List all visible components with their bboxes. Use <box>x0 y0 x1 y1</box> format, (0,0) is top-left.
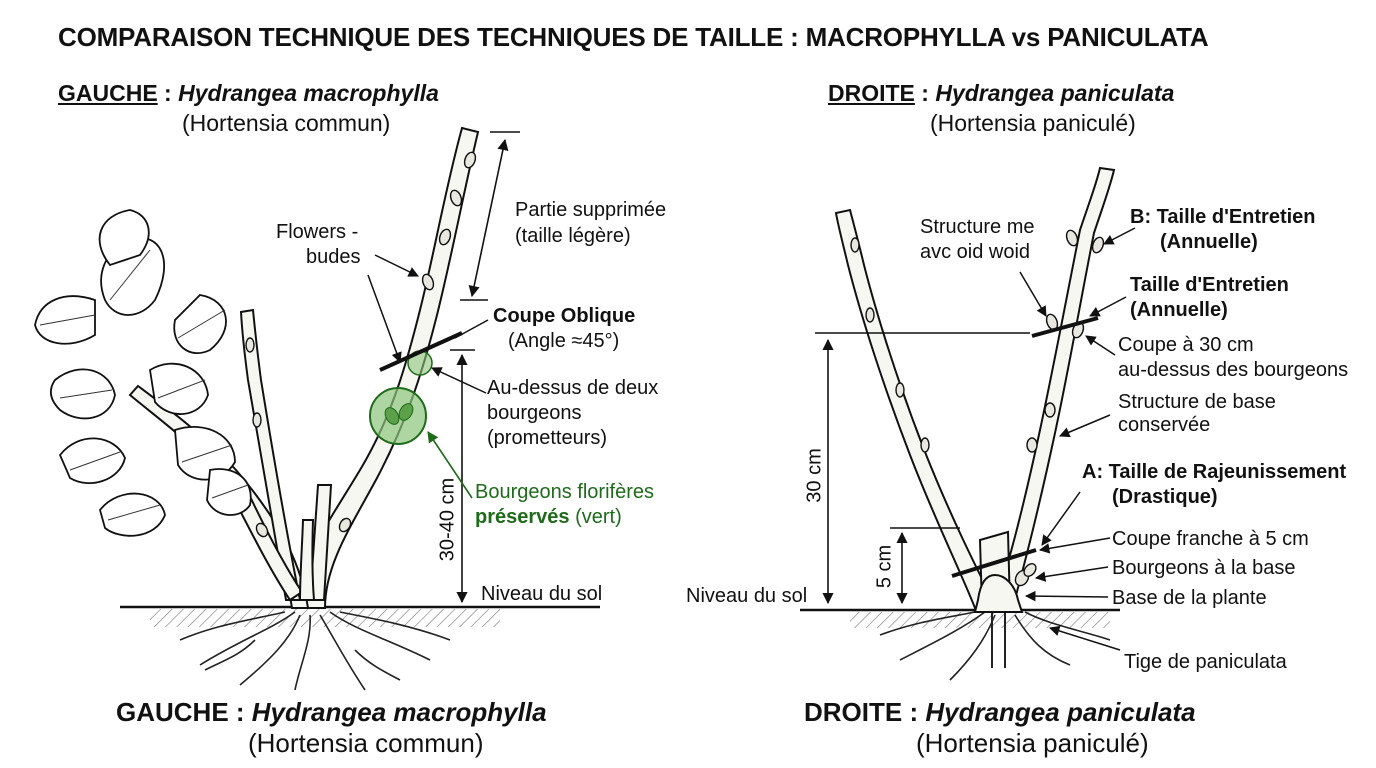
label-conserved: conservée <box>1118 413 1210 437</box>
right-side-label: DROITE <box>828 80 915 106</box>
label-preserved-rest: (vert) <box>570 506 622 528</box>
label-maintenance: Taille d'Entretien <box>1130 273 1289 297</box>
label-plant-base: Base de la plante <box>1112 586 1267 610</box>
bottom-right-common: (Hortensia paniculé) <box>916 728 1149 759</box>
bottom-right-sep: : <box>902 697 925 727</box>
label-height-5: 5 cm <box>874 527 897 607</box>
label-height-30-40: 30-40 cm <box>437 470 460 570</box>
label-cut-angle: (Angle ≈45°) <box>508 329 619 353</box>
bottom-left-species: Hydrangea macrophylla <box>252 697 547 727</box>
label-above-two: Au-dessus de deux <box>487 376 658 400</box>
page-title: COMPARAISON TECHNIQUE DES TECHNIQUES DE … <box>58 22 1208 53</box>
left-common-name: (Hortensia commun) <box>182 110 390 137</box>
label-flower-buds: Bourgeons florifères <box>475 480 654 504</box>
label-budes: budes <box>306 245 361 269</box>
label-drastic: (Drastique) <box>1112 485 1218 509</box>
label-annual: (Annuelle) <box>1130 298 1228 322</box>
label-flowers: Flowers - <box>276 220 358 244</box>
label-oblique-cut: Coupe Oblique <box>493 304 635 328</box>
right-common-name: (Hortensia paniculé) <box>930 110 1136 137</box>
label-avc-oid-woid: avc oid woid <box>920 240 1030 264</box>
label-cut-5: Coupe franche à 5 cm <box>1112 527 1309 551</box>
label-above-buds-right: au-dessus des bourgeons <box>1118 358 1348 382</box>
bottom-left-common: (Hortensia commun) <box>248 728 484 759</box>
bottom-left-caption: GAUCHE : Hydrangea macrophylla <box>116 697 547 728</box>
bottom-right-label: DROITE <box>804 697 902 727</box>
left-side-label: GAUCHE <box>58 80 158 106</box>
bottom-left-sep: : <box>229 697 252 727</box>
label-preserved-bold: préservés <box>475 506 570 528</box>
label-ground-left: Niveau du sol <box>481 582 602 606</box>
bottom-left-label: GAUCHE <box>116 697 229 727</box>
label-removed-part: Partie supprimée <box>515 198 666 222</box>
label-preserved: préservés (vert) <box>475 505 622 529</box>
label-a-rejuvenation: A: Taille de Rajeunissement <box>1082 460 1346 484</box>
left-green-buds <box>370 351 432 444</box>
right-species: Hydrangea paniculata <box>935 80 1174 106</box>
label-paniculata-stem: Tige de paniculata <box>1124 650 1287 674</box>
label-b-maintenance: B: Taille d'Entretien <box>1130 205 1316 229</box>
label-light-pruning: (taille légère) <box>515 224 631 248</box>
label-ground-right: Niveau du sol <box>686 584 807 608</box>
left-ground <box>120 607 600 627</box>
bottom-right-caption: DROITE : Hydrangea paniculata <box>804 697 1196 728</box>
label-cut-30: Coupe à 30 cm <box>1118 333 1254 357</box>
label-structure-me: Structure me <box>920 215 1034 239</box>
left-header: GAUCHE : Hydrangea macrophylla <box>58 80 439 107</box>
label-above-buds: bourgeons <box>487 401 582 425</box>
label-b-annual: (Annuelle) <box>1160 230 1258 254</box>
right-header: DROITE : Hydrangea paniculata <box>828 80 1174 107</box>
label-base-buds: Bourgeons à la base <box>1112 556 1295 580</box>
bottom-right-species: Hydrangea paniculata <box>925 697 1195 727</box>
label-height-30: 30 cm <box>804 431 827 521</box>
left-species: Hydrangea macrophylla <box>178 80 439 106</box>
right-sep: : <box>915 80 935 106</box>
label-base-structure: Structure de base <box>1118 390 1276 414</box>
right-ground <box>800 610 1120 628</box>
left-sep: : <box>158 80 178 106</box>
label-promising: (prometteurs) <box>487 426 607 450</box>
